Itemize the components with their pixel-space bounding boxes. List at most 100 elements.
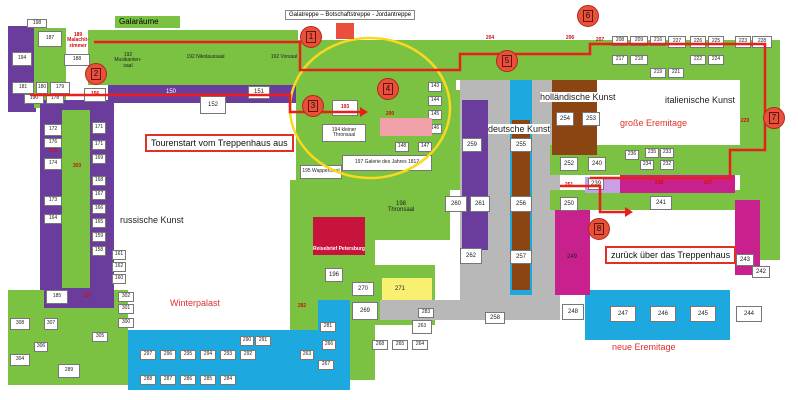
room-261[interactable]: 261 <box>470 196 490 212</box>
room-242[interactable]: 242 <box>752 266 770 278</box>
room-206[interactable]: 206 <box>565 35 575 42</box>
room-269[interactable]: 269 <box>352 302 378 320</box>
room-287[interactable]: 287 <box>160 375 176 385</box>
room-236[interactable]: 236 <box>625 150 639 160</box>
route-marker-8[interactable]: 8 <box>588 218 610 240</box>
room-192-musicians[interactable]: 192 Musikanten-saal <box>114 52 142 69</box>
room-250[interactable]: 250 <box>560 197 578 211</box>
room-283[interactable]: 283 <box>418 308 434 318</box>
room-255[interactable]: 255 <box>510 138 532 152</box>
room-270[interactable]: 270 <box>352 282 374 296</box>
room-244[interactable]: 244 <box>736 306 762 322</box>
room-197-gallery-1812[interactable]: 197 Galerie des Jahres 1812 <box>342 155 432 171</box>
room-229[interactable]: 229 <box>740 118 750 125</box>
room-288[interactable]: 288 <box>140 375 156 385</box>
room-164[interactable]: 164 <box>44 214 62 224</box>
room-268[interactable]: 268 <box>372 340 388 350</box>
room-294[interactable]: 294 <box>200 350 216 360</box>
room-260[interactable]: 260 <box>445 196 467 212</box>
room-143[interactable]: 143 <box>428 82 442 92</box>
room-181[interactable]: 181 <box>12 82 34 94</box>
room-307[interactable]: 307 <box>44 318 58 330</box>
room-267[interactable]: 267 <box>318 360 334 370</box>
route-marker-7[interactable]: 7 <box>763 107 785 129</box>
room-258[interactable]: 258 <box>485 312 505 324</box>
room-253[interactable]: 253 <box>582 112 600 126</box>
room-247[interactable]: 247 <box>610 306 636 322</box>
room-218[interactable]: 218 <box>630 55 648 65</box>
room-284[interactable]: 284 <box>220 375 236 385</box>
room-194[interactable]: 194 <box>12 52 32 66</box>
room-281[interactable]: 281 <box>320 322 336 332</box>
room-262[interactable]: 262 <box>460 248 482 264</box>
room-157[interactable]: 157 <box>82 293 92 300</box>
room-306[interactable]: 306 <box>34 342 48 352</box>
room-180[interactable]: 180 <box>36 82 48 94</box>
room-243[interactable]: 243 <box>736 254 754 266</box>
room-172[interactable]: 172 <box>44 124 62 136</box>
room-301[interactable]: 301 <box>118 304 134 314</box>
room-169[interactable]: 169 <box>92 154 106 164</box>
room-245[interactable]: 245 <box>690 306 716 322</box>
room-159[interactable]: 159 <box>92 232 106 242</box>
room-256[interactable]: 256 <box>510 196 532 212</box>
room-167[interactable]: 167 <box>92 190 106 200</box>
room-296[interactable]: 296 <box>160 350 176 360</box>
route-marker-5[interactable]: 5 <box>496 50 518 72</box>
room-263[interactable]: 263 <box>412 320 432 334</box>
room-259[interactable]: 259 <box>462 138 482 152</box>
room-241[interactable]: 241 <box>650 196 672 210</box>
room-305[interactable]: 305 <box>92 332 108 342</box>
room-216[interactable]: 216 <box>650 36 666 46</box>
room-185[interactable]: 185 <box>46 290 68 304</box>
room-148[interactable]: 148 <box>395 142 409 152</box>
room-249[interactable]: 249 <box>566 253 577 260</box>
room-238[interactable]: 238 <box>654 180 664 187</box>
room-170[interactable]: 171 <box>92 140 106 150</box>
route-marker-1[interactable]: 1 <box>300 26 322 48</box>
room-266[interactable]: 266 <box>322 340 336 350</box>
room-217[interactable]: 217 <box>612 55 628 65</box>
room-240[interactable]: 240 <box>588 157 606 171</box>
room-204[interactable]: 204 <box>485 35 495 42</box>
room-271[interactable]: 271 <box>394 285 405 292</box>
room-207[interactable]: 207 <box>595 37 605 44</box>
room-174[interactable]: 174 <box>44 158 62 170</box>
room-189-malachite[interactable]: 189 Malachit-zimmer <box>67 32 89 49</box>
room-224[interactable]: 224 <box>708 55 724 65</box>
room-144[interactable]: 144 <box>428 96 442 106</box>
room-303[interactable]: 303 <box>72 163 82 170</box>
room-233[interactable]: 233 <box>660 148 674 158</box>
route-marker-4[interactable]: 4 <box>377 78 399 100</box>
room-198-throne[interactable]: 198 Thronsaal <box>387 200 415 213</box>
room-289[interactable]: 289 <box>58 364 80 378</box>
room-176[interactable]: 176 <box>44 138 62 148</box>
room-208[interactable]: 208 <box>612 36 628 46</box>
route-marker-3[interactable]: 3 <box>302 95 324 117</box>
room-252[interactable]: 252 <box>560 157 578 171</box>
route-marker-2[interactable]: 2 <box>85 63 107 85</box>
room-158[interactable]: 158 <box>92 246 106 256</box>
room-285[interactable]: 285 <box>200 375 216 385</box>
room-265[interactable]: 265 <box>392 340 408 350</box>
room-308[interactable]: 308 <box>10 318 30 330</box>
room-150[interactable]: 150 <box>165 88 176 95</box>
room-194-small-throne[interactable]: 194 kleiner Thronsaal <box>322 124 366 142</box>
room-192-vorsaal[interactable]: 192 Vorsaal <box>270 53 298 60</box>
room-286[interactable]: 286 <box>180 375 196 385</box>
room-297[interactable]: 297 <box>140 350 156 360</box>
room-254[interactable]: 254 <box>556 112 574 126</box>
room-192-nikolaus[interactable]: 192 Nikolaussaal <box>186 53 225 60</box>
room-222[interactable]: 222 <box>690 55 706 65</box>
room-171[interactable]: 171 <box>92 122 106 134</box>
room-175[interactable]: 175 <box>48 148 58 155</box>
room-302[interactable]: 302 <box>118 292 134 302</box>
room-219[interactable]: 219 <box>650 68 666 78</box>
room-160[interactable]: 160 <box>112 274 126 284</box>
room-246[interactable]: 246 <box>650 306 676 322</box>
room-300[interactable]: 300 <box>118 318 134 328</box>
route-marker-6[interactable]: 6 <box>577 5 599 27</box>
room-145[interactable]: 145 <box>428 110 442 120</box>
room-248[interactable]: 248 <box>562 304 584 320</box>
room-291[interactable]: 291 <box>255 336 271 346</box>
